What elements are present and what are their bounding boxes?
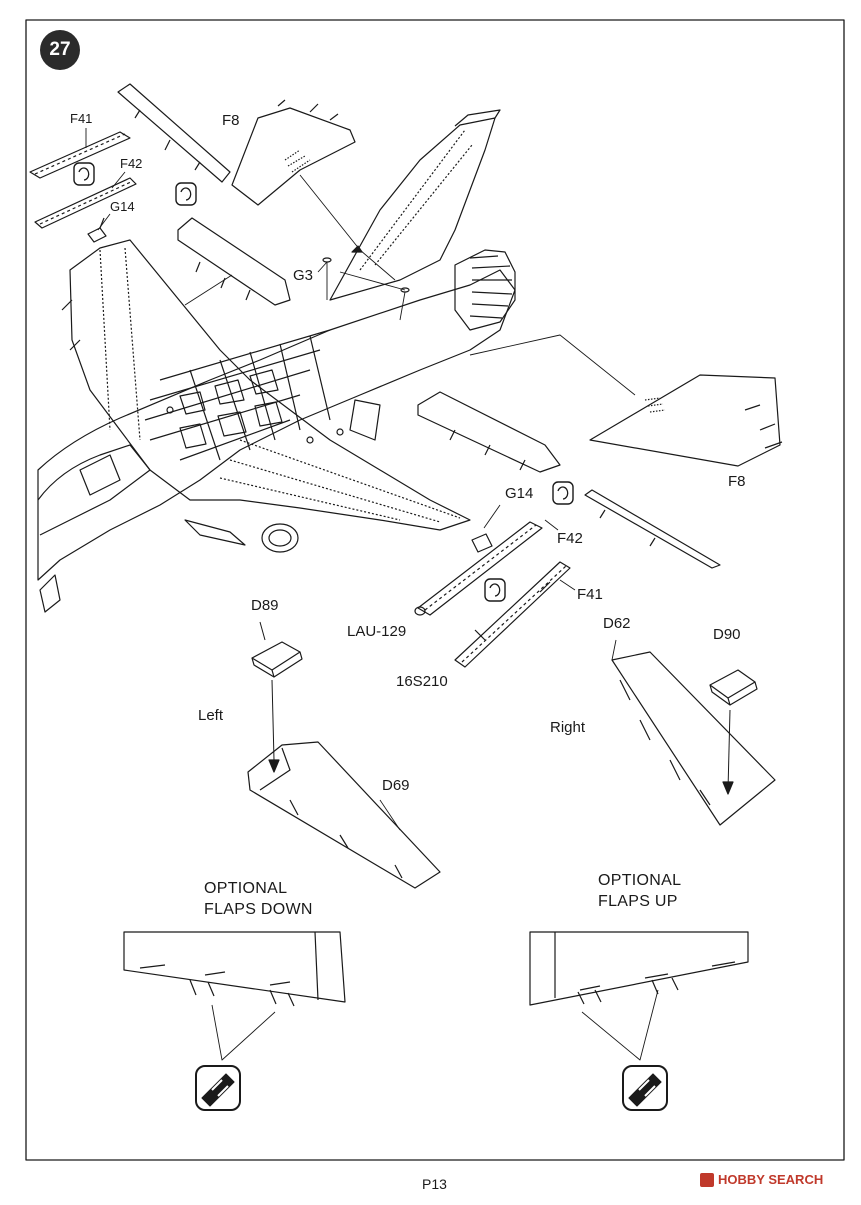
- label-f42-right: F42: [557, 530, 583, 547]
- flap-d69-left: [247, 741, 441, 889]
- label-left: Left: [198, 707, 224, 724]
- launcher-lau129: [414, 521, 543, 616]
- label-16s210: 16S210: [396, 673, 448, 690]
- label-d89: D89: [251, 597, 279, 614]
- label-d62: D62: [603, 615, 631, 632]
- part-g14-right: [471, 533, 493, 553]
- label-d69: D69: [382, 777, 410, 794]
- stabilizer-f8-right: [469, 334, 783, 467]
- watermark: HOBBY SEARCH: [700, 1172, 823, 1187]
- rotate-icon-1: [73, 162, 95, 186]
- label-f42-top: F42: [120, 156, 143, 171]
- stabilizer-f8-top: [231, 99, 396, 281]
- page-frame: [25, 19, 845, 1161]
- flap-d62-right: [611, 639, 776, 826]
- leader-line: [184, 274, 233, 306]
- caption-flaps-up: OPTIONAL FLAPS UP: [598, 872, 682, 910]
- watermark-logo-icon: [700, 1172, 714, 1187]
- label-f41-top: F41: [70, 111, 93, 126]
- label-g14-right: G14: [505, 485, 534, 502]
- rotate-icon-2: [175, 182, 197, 206]
- rotate-icon-3: [552, 481, 574, 505]
- part-d89: [251, 641, 303, 678]
- label-g3: G3: [293, 267, 314, 284]
- page-number: P13: [422, 1176, 447, 1192]
- label-right: Right: [550, 719, 586, 736]
- panel-strip-top: [117, 83, 231, 183]
- watermark-text: HOBBY SEARCH: [718, 1172, 824, 1187]
- label-g14-top: G14: [110, 199, 135, 214]
- missile-16s210: [454, 561, 571, 668]
- label-d90: D90: [713, 626, 741, 643]
- rail-f41-top: [29, 131, 131, 179]
- label-lau129: LAU-129: [347, 623, 407, 640]
- step-number-badge: 27: [40, 30, 80, 70]
- flap-piece-right: [417, 391, 561, 473]
- part-d90: [709, 669, 758, 706]
- rail-strip-right: [584, 489, 721, 569]
- part-g14-top: [87, 217, 107, 243]
- flaps-down-diagram: [123, 931, 346, 1061]
- jet-fuselage: [37, 109, 516, 613]
- pins-g3: [317, 257, 410, 321]
- label-f8-top: F8: [222, 112, 240, 129]
- cement-icon-up: [622, 1065, 668, 1111]
- caption-flaps-down: OPTIONAL FLAPS DOWN: [204, 880, 313, 918]
- rotate-icon-4: [484, 578, 506, 602]
- leader-lines-right: [483, 504, 576, 591]
- flaps-up-diagram: [529, 931, 749, 1061]
- label-f8-right: F8: [728, 473, 746, 490]
- cement-icon-down: [195, 1065, 241, 1111]
- rail-f42-top: [34, 177, 137, 229]
- label-f41-right: F41: [577, 586, 603, 603]
- flap-piece-center: [177, 217, 291, 306]
